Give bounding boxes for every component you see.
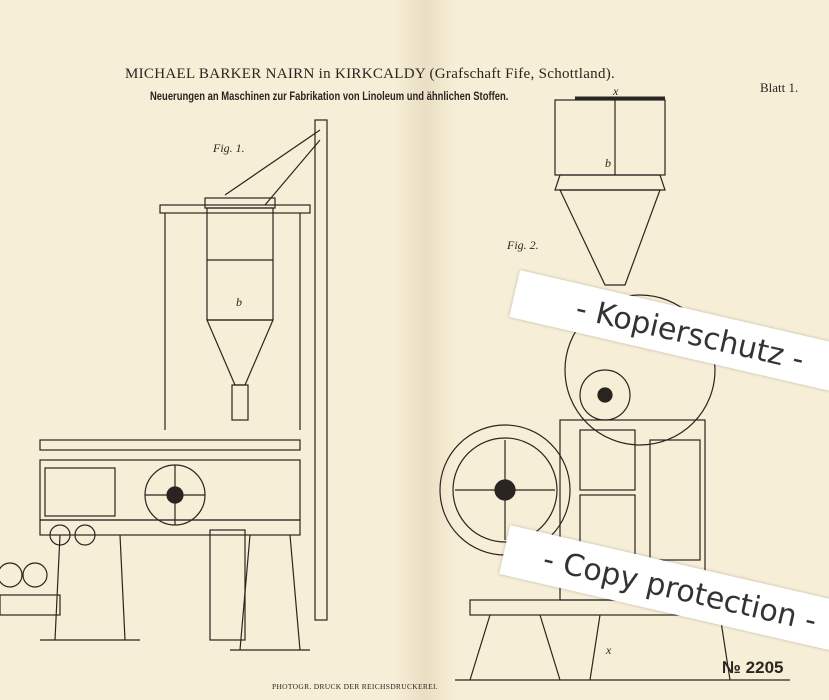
page-crease xyxy=(395,0,455,700)
patent-title: MICHAEL BARKER NAIRN in KIRKCALDY (Grafs… xyxy=(125,66,616,82)
figure-1-machine xyxy=(0,119,328,651)
label-x-bottom: x xyxy=(606,643,612,657)
label-b-fig1: b xyxy=(236,295,242,309)
printer-credit: PHOTOGR. DRUCK DER REICHSDRUCKEREI. xyxy=(272,682,439,691)
fig-2-label: Fig. 2. xyxy=(507,238,539,252)
label-x-top: x xyxy=(613,84,619,98)
patent-number: № 2205 xyxy=(722,658,784,677)
patent-subtitle: Neuerungen an Maschinen zur Fabrikation … xyxy=(150,91,509,103)
sheet-number: Blatt 1. xyxy=(760,80,799,95)
label-b-fig2: b xyxy=(605,156,611,170)
fig-1-label: Fig. 1. xyxy=(213,141,245,155)
